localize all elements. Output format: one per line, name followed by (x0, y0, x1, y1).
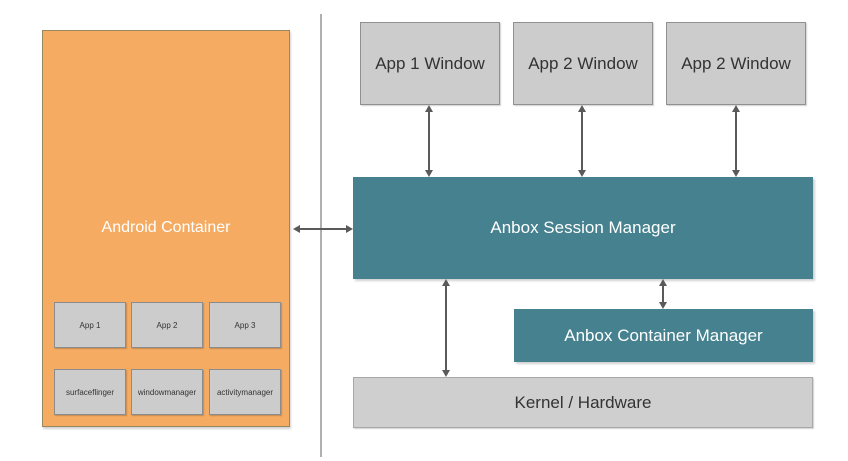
app-3-label: App 3 (234, 320, 256, 330)
windowmanager-label: windowmanager (137, 387, 197, 397)
arrow-app1window-session-manager (425, 105, 433, 177)
arrow-android-container-session-manager (293, 225, 353, 233)
app-2-label: App 2 (156, 320, 178, 330)
app-2-window-box-2: App 2 Window (666, 22, 806, 105)
android-container-box: Android Container App 1 App 2 App 3 surf… (42, 30, 290, 427)
app-2-window-box: App 2 Window (513, 22, 653, 105)
app-2-box: App 2 (131, 302, 203, 348)
surfaceflinger-box: surfaceflinger (54, 369, 126, 415)
app-3-box: App 3 (209, 302, 281, 348)
anbox-container-manager-box: Anbox Container Manager (514, 309, 813, 362)
app-2-window-label: App 2 Window (528, 53, 638, 73)
activitymanager-box: activitymanager (209, 369, 281, 415)
kernel-hardware-box: Kernel / Hardware (353, 377, 813, 428)
app-1-window-label: App 1 Window (375, 53, 485, 73)
app-1-window-box: App 1 Window (360, 22, 500, 105)
anbox-session-manager-box: Anbox Session Manager (353, 177, 813, 279)
app-1-label: App 1 (79, 320, 101, 330)
kernel-hardware-label: Kernel / Hardware (514, 392, 652, 412)
arrow-session-manager-kernel (442, 279, 450, 377)
app-1-box: App 1 (54, 302, 126, 348)
android-container-label: Android Container (101, 219, 231, 236)
windowmanager-box: windowmanager (131, 369, 203, 415)
anbox-container-manager-label: Anbox Container Manager (564, 325, 763, 345)
activitymanager-label: activitymanager (216, 387, 274, 397)
vertical-divider-line (320, 14, 322, 457)
arrow-app2window-session-manager (578, 105, 586, 177)
arrow-session-manager-container-manager (659, 279, 667, 309)
app-2-window-label-2: App 2 Window (681, 53, 791, 73)
anbox-session-manager-label: Anbox Session Manager (490, 218, 676, 237)
surfaceflinger-label: surfaceflinger (65, 387, 115, 397)
arrow-app2window2-session-manager (732, 105, 740, 177)
